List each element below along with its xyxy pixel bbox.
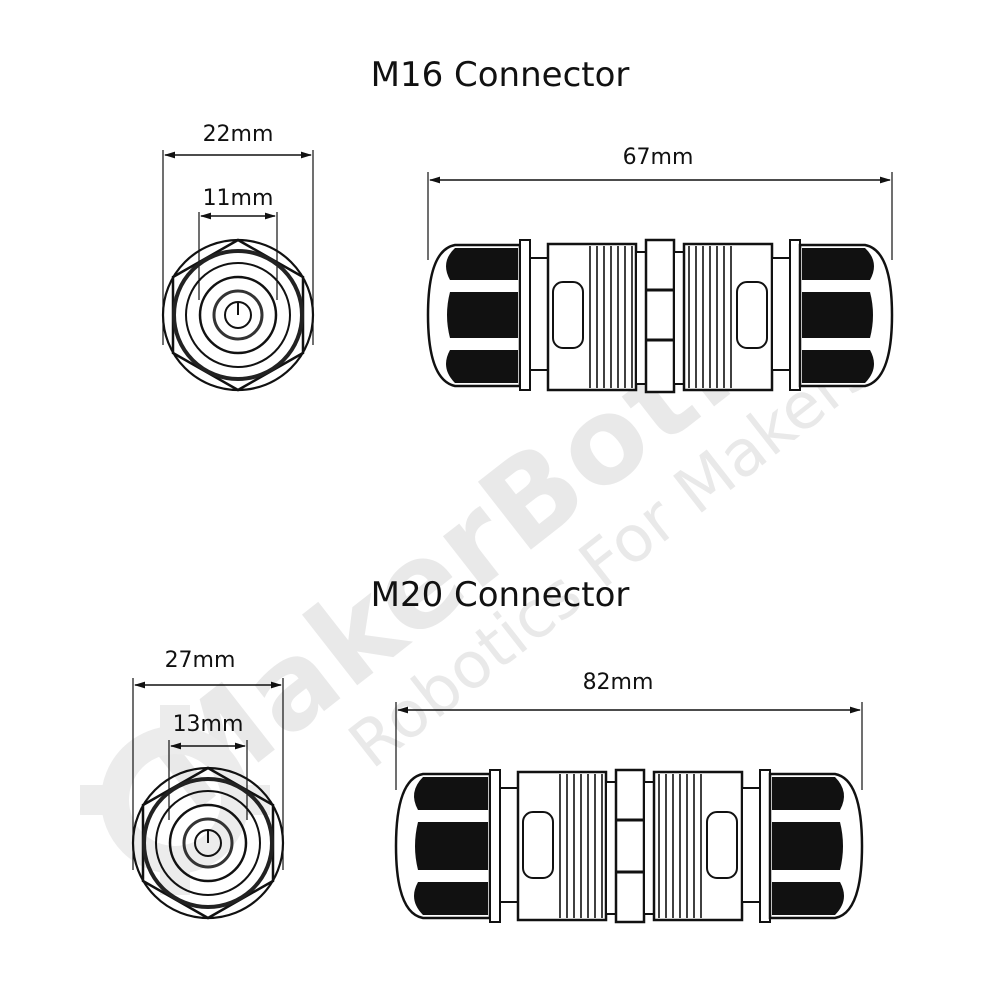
m20-outer-dim-label: 27mm (164, 648, 236, 673)
m16-side-view (426, 172, 894, 394)
m20-side-view (394, 702, 864, 924)
m16-title: M16 Connector (370, 55, 630, 95)
m16-outer-dim-label: 22mm (202, 122, 274, 147)
m20-end-view (131, 678, 285, 920)
m16-length-dim-label: 67mm (622, 145, 694, 170)
m20-inner-dim-label: 13mm (172, 712, 244, 737)
m16-end-view (161, 150, 315, 392)
m20-title: M20 Connector (370, 575, 630, 615)
m16-inner-dim-label: 11mm (202, 186, 274, 211)
m20-length-dim-label: 82mm (582, 670, 654, 695)
